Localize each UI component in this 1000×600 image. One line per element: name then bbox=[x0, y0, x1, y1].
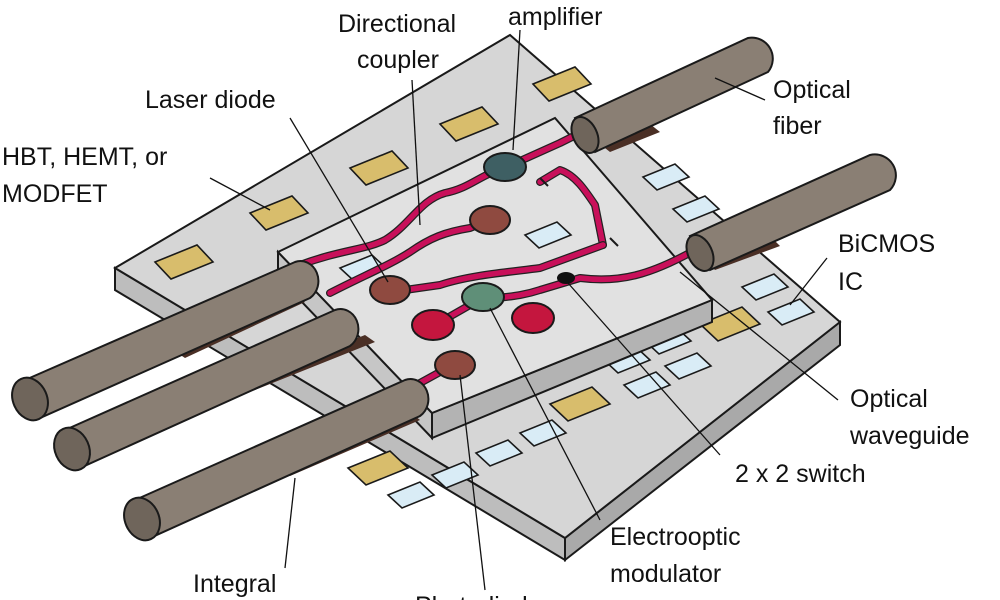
gold-pad bbox=[248, 195, 310, 231]
label-hbt-2: MODFET bbox=[2, 180, 108, 208]
blue-pad bbox=[766, 298, 816, 326]
chip-devices bbox=[369, 152, 575, 380]
waveguide-coupler bbox=[327, 219, 488, 296]
optical-fiber bbox=[123, 378, 430, 542]
gold-pad bbox=[346, 450, 410, 486]
optical-fiber bbox=[53, 308, 360, 472]
label-electrooptic-1: Electrooptic bbox=[610, 523, 741, 551]
blue-pad bbox=[523, 221, 573, 249]
blue-pad bbox=[622, 371, 672, 399]
waveguide-tick bbox=[609, 237, 619, 247]
laser-red-device bbox=[511, 302, 555, 334]
modulator-device bbox=[461, 282, 505, 312]
leader-photodiode bbox=[459, 374, 486, 591]
blue-pad bbox=[671, 195, 721, 223]
leader-integral bbox=[284, 477, 296, 569]
label-directional-coupler-1: Directional bbox=[338, 10, 456, 38]
blue-pad bbox=[641, 163, 691, 191]
waveguide-vertical-branch bbox=[537, 167, 606, 248]
leader-laser-diode bbox=[289, 117, 389, 283]
blue-pad bbox=[518, 419, 568, 447]
optical-fiber bbox=[11, 260, 320, 422]
leader-bicmos bbox=[789, 257, 828, 306]
blue-pad bbox=[386, 481, 436, 509]
laser-red-device bbox=[411, 309, 455, 341]
leader-optical-fiber bbox=[714, 77, 766, 101]
gold-pad bbox=[348, 150, 410, 186]
waveguide-top bbox=[297, 130, 583, 268]
label-optical-fiber-2: fiber bbox=[773, 112, 822, 140]
leader-lines bbox=[209, 29, 839, 591]
waveguide-tick bbox=[539, 177, 549, 187]
gold-pad bbox=[698, 306, 762, 342]
label-amplifier: amplifier bbox=[508, 3, 602, 31]
leader-switch bbox=[567, 282, 721, 456]
gold-pad bbox=[531, 66, 593, 102]
blue-pad bbox=[740, 273, 790, 301]
optical-fibers bbox=[11, 36, 897, 542]
coupler-device bbox=[469, 205, 511, 235]
gold-pad bbox=[438, 106, 500, 142]
label-optical-fiber-1: Optical bbox=[773, 76, 851, 104]
blue-pad bbox=[474, 439, 524, 467]
gold-bond-pads bbox=[153, 66, 762, 486]
leader-amplifier bbox=[512, 29, 521, 151]
leader-electrooptic bbox=[489, 307, 601, 521]
label-laser-diode: Laser diode bbox=[145, 86, 276, 114]
blue-pad bbox=[663, 352, 713, 380]
label-optical-waveguide-1: Optical bbox=[850, 385, 928, 413]
label-bicmos-2: IC bbox=[838, 268, 863, 296]
label-directional-coupler-2: coupler bbox=[357, 46, 439, 74]
label-switch: 2 x 2 switch bbox=[735, 460, 866, 488]
gold-pad bbox=[548, 386, 612, 422]
photodiode-device bbox=[434, 350, 476, 380]
leader-hbt bbox=[209, 177, 271, 211]
gold-pad bbox=[153, 244, 215, 280]
label-photodiode: Photodiode bbox=[415, 592, 542, 600]
label-electrooptic-2: modulator bbox=[610, 560, 721, 588]
laser-diode-device bbox=[369, 275, 411, 305]
label-hbt-1: HBT, HEMT, or bbox=[2, 143, 167, 171]
label-optical-waveguide-2: waveguide bbox=[849, 422, 970, 450]
amplifier-device bbox=[483, 152, 527, 182]
leader-optical-waveguide bbox=[679, 271, 839, 401]
diagram-labels: Directional coupler amplifier Laser diod… bbox=[2, 3, 970, 600]
switch-device bbox=[557, 272, 575, 284]
optical-fiber bbox=[685, 153, 897, 272]
blue-pad bbox=[430, 461, 480, 489]
label-bicmos-1: BiCMOS bbox=[838, 230, 935, 258]
chip-top-face bbox=[276, 116, 714, 415]
waveguide-middle bbox=[402, 242, 606, 293]
optical-fiber bbox=[570, 36, 774, 154]
leader-directional-coupler bbox=[411, 79, 421, 226]
label-integral: Integral bbox=[193, 570, 276, 598]
